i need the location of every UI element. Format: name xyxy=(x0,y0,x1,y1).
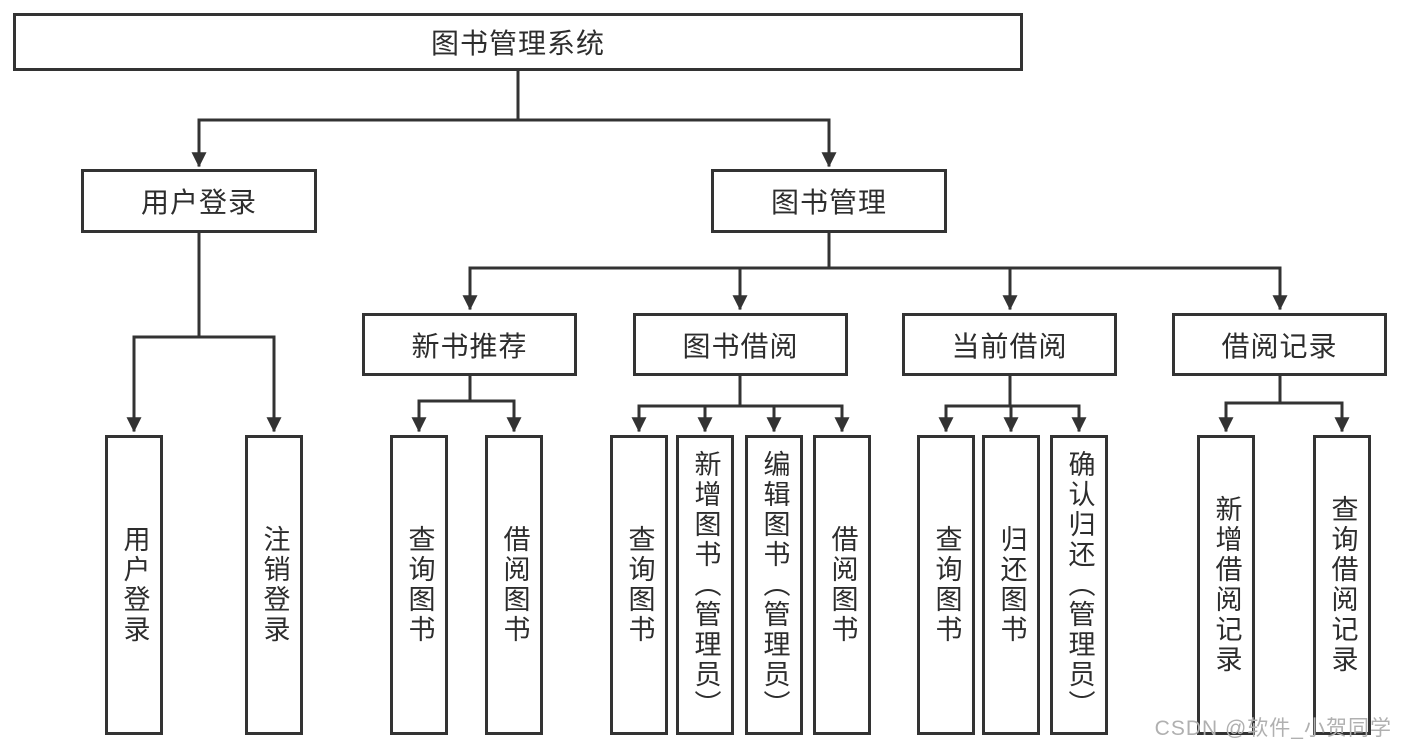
csdn-watermark: CSDN @软件_小贺同学 xyxy=(1154,717,1392,740)
leaf-logout: 注销登录 xyxy=(245,435,303,735)
node-label: 图书借阅 xyxy=(682,330,799,362)
leaf-user-login: 用户登录 xyxy=(105,435,163,735)
node-label: 用户登录 xyxy=(140,187,257,218)
leaf-return-books: 归还图书 xyxy=(982,435,1040,735)
leaf-edit-books-admin: 编辑图书（管理员） xyxy=(745,435,803,735)
node-library-management-system: 图书管理系统 xyxy=(13,13,1023,71)
node-label: 用户登录 xyxy=(119,525,150,645)
node-label: 归还图书 xyxy=(996,525,1027,645)
node-current-borrowing: 当前借阅 xyxy=(902,313,1117,376)
node-label: 查询图书 xyxy=(931,525,962,645)
leaf-borrow-books-recommendation: 借阅图书 xyxy=(485,435,543,735)
connector-current-borrow-to-leaves xyxy=(938,374,1087,433)
leaf-query-books-current: 查询图书 xyxy=(917,435,975,735)
node-label: 确认归还（管理员） xyxy=(1064,450,1095,720)
node-book-borrowing: 图书借阅 xyxy=(633,313,848,376)
node-book-management: 图书管理 xyxy=(711,169,947,233)
connector-user-login-to-leaves xyxy=(126,231,282,433)
node-label: 编辑图书（管理员） xyxy=(759,450,790,720)
connector-root-to-level2 xyxy=(191,69,837,168)
node-user-login: 用户登录 xyxy=(81,169,317,233)
leaf-query-books-recommendation: 查询图书 xyxy=(390,435,448,735)
node-label: 借阅记录 xyxy=(1221,330,1338,362)
node-borrowing-records: 借阅记录 xyxy=(1172,313,1387,376)
node-label: 查询借阅记录 xyxy=(1327,495,1358,675)
node-label: 新增借阅记录 xyxy=(1211,495,1242,675)
connector-book-mgmt-to-level3 xyxy=(462,231,1288,311)
leaf-confirm-return-admin: 确认归还（管理员） xyxy=(1050,435,1108,735)
node-label: 新增图书（管理员） xyxy=(690,450,721,720)
node-label: 图书管理 xyxy=(770,187,887,218)
node-label: 新书推荐 xyxy=(411,330,528,362)
node-new-book-recommendation: 新书推荐 xyxy=(362,313,577,376)
leaf-query-books-borrowing: 查询图书 xyxy=(610,435,668,735)
leaf-query-borrow-record: 查询借阅记录 xyxy=(1313,435,1371,735)
leaf-add-books-admin: 新增图书（管理员） xyxy=(676,435,734,735)
connector-new-book-rec-to-leaves xyxy=(411,374,522,433)
node-label: 查询图书 xyxy=(404,525,435,645)
node-label: 借阅图书 xyxy=(827,525,858,645)
node-label: 查询图书 xyxy=(624,525,655,645)
connector-borrow-record-to-leaves xyxy=(1218,374,1350,433)
node-label: 注销登录 xyxy=(259,525,290,645)
leaf-add-borrow-record: 新增借阅记录 xyxy=(1197,435,1255,735)
leaf-borrow-books-borrowing: 借阅图书 xyxy=(813,435,871,735)
node-label: 当前借阅 xyxy=(951,330,1068,362)
node-label: 借阅图书 xyxy=(499,525,530,645)
node-label: 图书管理系统 xyxy=(430,28,605,59)
connector-book-borrow-to-leaves xyxy=(631,374,850,433)
